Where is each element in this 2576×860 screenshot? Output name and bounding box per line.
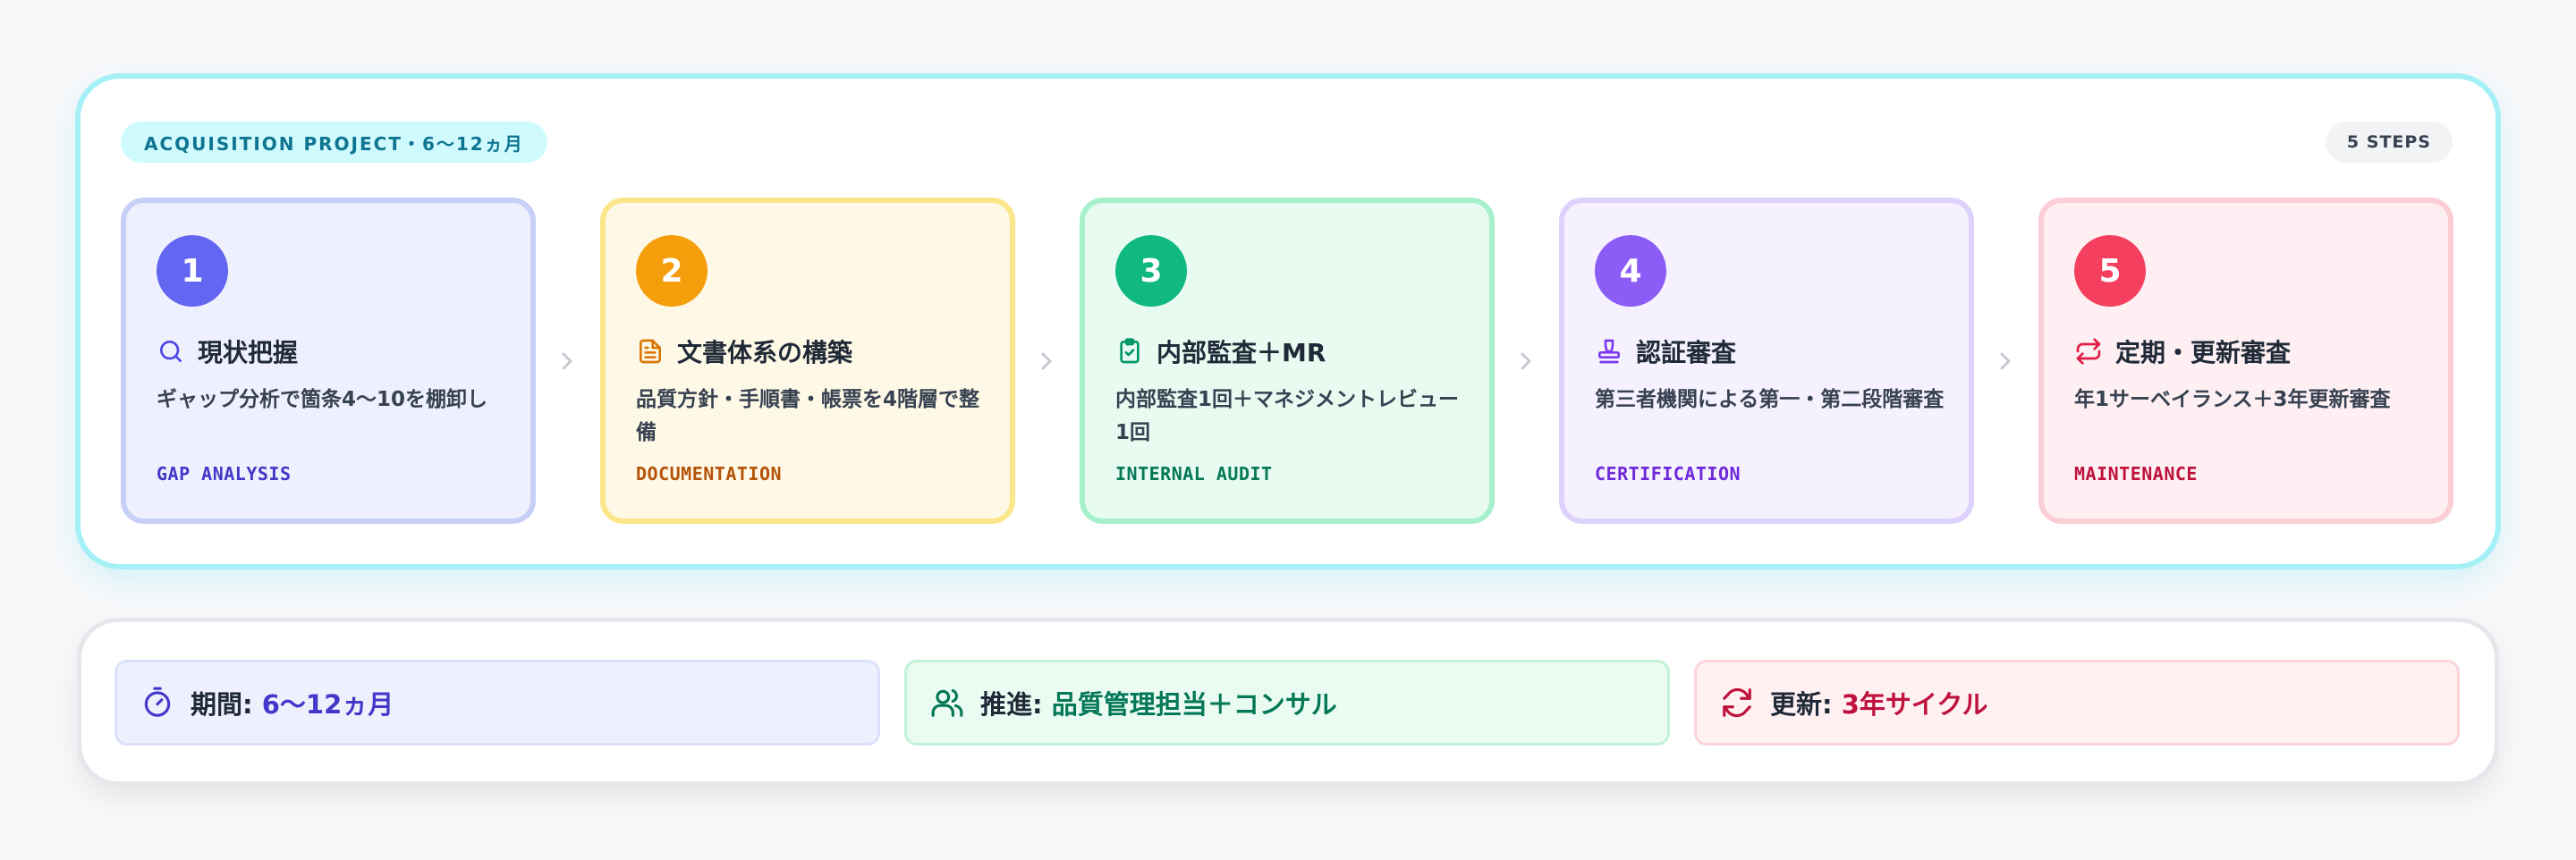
step-code: MAINTENANCE (2074, 463, 2198, 485)
step-description: 内部監査1回＋マネジメントレビュー1回 (1115, 388, 1460, 444)
search-icon (160, 341, 182, 362)
step-title-text: 文書体系の構築 (677, 338, 853, 367)
step-number: 1 (157, 235, 228, 307)
step-card-3: 3 内部監査＋MR 内部監査1回＋マネジメントレビュー1回 INTERNAL A… (1080, 198, 1495, 524)
step-description: 第三者機関による第一・第二段階審査 (1595, 388, 1945, 411)
step-title-text: 定期・更新審査 (2115, 338, 2292, 367)
timer-icon (144, 687, 171, 717)
repeat-icon (2076, 338, 2101, 365)
step-title: 文書体系の構築 (636, 333, 852, 369)
step-title: 現状把握 (157, 333, 298, 369)
project-badge: ACQUISITION PROJECT・6〜12ヵ月 (121, 122, 547, 163)
chevron-right-icon (2000, 352, 2011, 370)
step-number: 2 (636, 235, 708, 307)
info-value: 品質管理担当＋コンサル (1051, 689, 1337, 720)
steps-count-badge: 5 STEPS (2325, 122, 2453, 163)
step-code: CERTIFICATION (1595, 463, 1741, 485)
step-title-text: 内部監査＋MR (1157, 338, 1326, 367)
info-owner: 推進: 品質管理担当＋コンサル (904, 660, 1670, 746)
step-card-4: 4 認証審査 第三者機関による第一・第二段階審査 CERTIFICATION (1559, 198, 1974, 524)
step-code: INTERNAL AUDIT (1115, 463, 1273, 485)
refresh-icon (1723, 687, 1751, 718)
step-title-text: 認証審査 (1636, 338, 1737, 367)
chevron-right-icon (1521, 352, 1531, 370)
info-duration: 期間: 6〜12ヵ月 (114, 660, 880, 746)
stamp-icon (1598, 339, 1620, 364)
clipboard-check-icon (1120, 338, 1140, 364)
step-code: DOCUMENTATION (636, 463, 783, 485)
chevron-right-icon (562, 352, 572, 370)
step-description: 年1サーベイランス＋3年更新審査 (2074, 388, 2391, 411)
step-card-2: 2 文書体系の構築 品質方針・手順書・帳票を4階層で整備 DOCUMENTATI… (600, 198, 1015, 524)
info-label: 期間: (191, 689, 253, 720)
step-number: 5 (2074, 235, 2146, 307)
step-title: 認証審査 (1595, 333, 1736, 369)
step-number: 3 (1115, 235, 1187, 307)
step-card-1: 1 現状把握 ギャップ分析で箇条4〜10を棚卸し GAP ANALYSIS (121, 198, 536, 524)
chevron-right-icon (1041, 352, 1052, 370)
info-label: 更新: (1770, 689, 1833, 720)
info-value: 6〜12ヵ月 (261, 689, 394, 720)
info-label: 推進: (980, 689, 1043, 720)
info-renewal: 更新: 3年サイクル (1694, 660, 2460, 746)
step-title: 内部監査＋MR (1115, 333, 1326, 369)
step-number: 4 (1595, 235, 1666, 307)
users-icon (931, 688, 963, 717)
document-icon (640, 339, 661, 364)
step-card-5: 5 定期・更新審査 年1サーベイランス＋3年更新審査 MAINTENANCE (2038, 198, 2453, 524)
step-title: 定期・更新審査 (2074, 333, 2291, 369)
step-title-text: 現状把握 (198, 338, 299, 367)
step-description: 品質方針・手順書・帳票を4階層で整備 (636, 388, 980, 444)
info-value: 3年サイクル (1841, 689, 1988, 720)
step-description: ギャップ分析で箇条4〜10を棚卸し (157, 388, 488, 411)
step-code: GAP ANALYSIS (157, 463, 292, 485)
